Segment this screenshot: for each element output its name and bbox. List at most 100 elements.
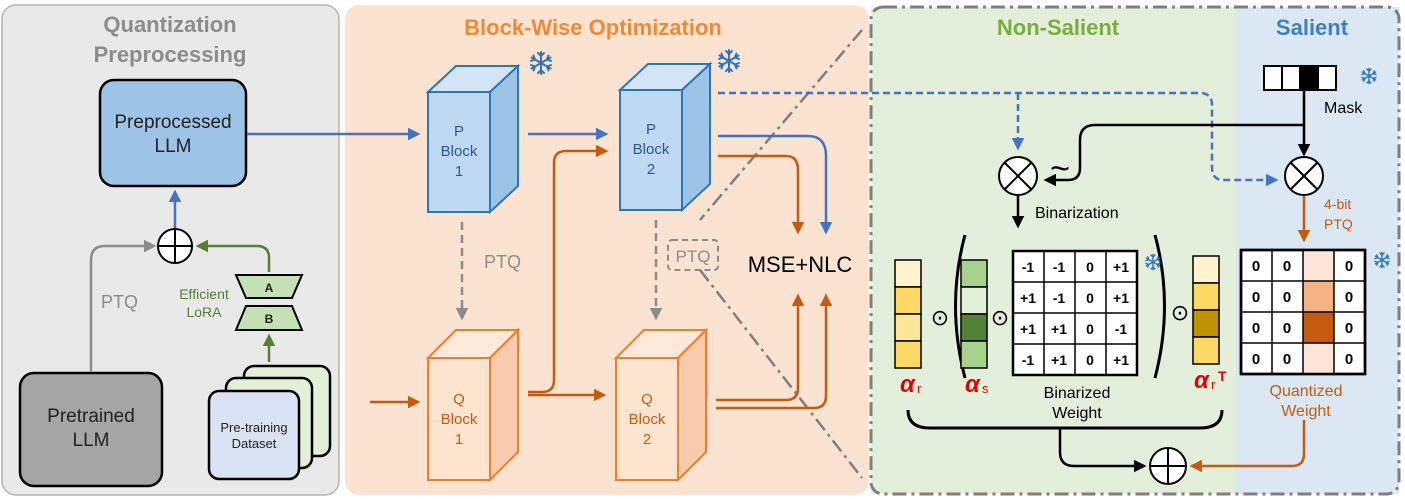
salient-title: Salient: [1276, 15, 1349, 40]
bin-cell-2-0: +1: [1020, 321, 1036, 337]
q-block-1-label-num: 1: [455, 431, 463, 448]
quantized-matrix: 0 0 0 0 0 0 0 0 0 0 0 0: [1239, 248, 1367, 376]
mask-to-nonsalient: [1043, 123, 1304, 187]
zoom-divider-top: [699, 29, 863, 221]
alpha-s-vector: [960, 259, 988, 369]
pretrained-llm-box: [18, 371, 164, 488]
bin-cell-1-0: +1: [1020, 290, 1036, 306]
mask-label: Mask: [1324, 100, 1363, 117]
lora-b-trapezoid: [234, 305, 304, 331]
q-cell-1-1: 0: [1283, 289, 1291, 306]
q-block-2-label-num: 2: [643, 431, 651, 448]
lora-b-label: B: [265, 312, 274, 326]
q-cell-2-3: 0: [1345, 320, 1353, 337]
arrow-quant-to-sum: [1189, 420, 1306, 473]
otimes-icon-salient: [1284, 156, 1324, 196]
bin-cell-3-0: -1: [1022, 352, 1035, 368]
odot-2: ⊙: [991, 305, 1009, 330]
quantized-label-2: Weight: [1281, 403, 1331, 420]
left-ptq-label: PTQ: [101, 292, 138, 312]
q-cell-0-3: 0: [1345, 258, 1353, 275]
alpha-r-symbol: α: [900, 371, 916, 398]
q-cell-0-0: 0: [1252, 258, 1260, 275]
pretrained-label-1: Pretrained: [47, 406, 135, 427]
lora-a-trapezoid: [234, 274, 304, 299]
bin-cell-1-3: +1: [1113, 290, 1129, 306]
arrow-lora-to-oplus: [195, 239, 271, 272]
arrow-brace-to-sum: [1058, 428, 1147, 473]
nonsalient-title: Non-Salient: [997, 15, 1120, 40]
zoom-divider-bottom: [699, 269, 863, 479]
q-block-2: [613, 327, 709, 483]
quantized-label-1: Quantized: [1270, 383, 1343, 400]
quantization-title-1: Quantization: [103, 12, 236, 37]
blockwise-panel: [345, 5, 869, 495]
lora-label-2: LoRA: [186, 304, 222, 320]
p-block-2-label-p: P: [646, 121, 656, 138]
binarized-label-1: Binarized: [1044, 385, 1111, 402]
arrow-pretrained-to-oplus: [89, 239, 157, 372]
odot-3: ⊙: [1171, 300, 1189, 325]
p-block-1-label-p: P: [454, 123, 464, 140]
p-block-2-label-block: Block: [633, 141, 670, 158]
quantization-title-2: Preprocessing: [94, 42, 247, 67]
alpha-rt-vector: [1192, 255, 1220, 365]
dashed-weight-path: [718, 91, 1279, 187]
oplus-icon: [157, 228, 193, 264]
q-cell-1-0: 0: [1252, 289, 1260, 306]
dashed-ptq-box: [667, 239, 719, 271]
p-block-1-label-block: Block: [441, 143, 478, 160]
q-cell-0-1: 0: [1283, 258, 1291, 275]
alpha-rt-sup: T: [1218, 368, 1227, 384]
ptq-label-2: PTQ: [676, 247, 711, 266]
q-block-2-label-block: Block: [629, 411, 666, 428]
arrow-qblock1-to-pblock2: [528, 144, 609, 394]
bin-cell-0-0: -1: [1022, 259, 1035, 275]
p-block-1-label-num: 1: [455, 163, 463, 180]
binarized-label-2: Weight: [1052, 405, 1102, 422]
alpha-s-sub: s: [982, 381, 989, 396]
bin-cell-1-2: 0: [1086, 290, 1094, 306]
binarization-label: Binarization: [1035, 205, 1119, 222]
dataset-sheet-1: [207, 389, 301, 481]
bin-cell-2-2: 0: [1086, 321, 1094, 337]
q-block-1-label-q: Q: [453, 391, 465, 408]
p-block-2: [617, 61, 713, 213]
dataset-label-1: Pre-training: [220, 420, 287, 435]
q-cell-2-0: 0: [1252, 320, 1260, 337]
right-bracket: [1153, 234, 1166, 379]
lora-label-1: Efficient: [179, 286, 229, 302]
q-cell-2-1: 0: [1283, 320, 1291, 337]
alpha-r-sub: r: [917, 381, 922, 396]
q-block-2-label-q: Q: [641, 391, 653, 408]
lora-a-label: A: [265, 281, 274, 295]
q-cell-3-1: 0: [1283, 351, 1291, 368]
tilde-symbol: ~: [1050, 150, 1070, 188]
bottom-brace: [906, 409, 1224, 430]
arrow-pblock2-brown-to-loss: [718, 154, 805, 235]
arrow-pblock2-blue-to-loss: [718, 134, 833, 235]
bin-cell-3-3: +1: [1113, 352, 1129, 368]
bin-cell-0-3: +1: [1113, 259, 1129, 275]
dataset-label-2: Dataset: [232, 436, 277, 451]
arrow-qblock2-brown-to-loss: [716, 293, 805, 402]
q-block-1-label-block: Block: [441, 411, 478, 428]
odot-1: ⊙: [931, 305, 949, 330]
bin-cell-0-1: -1: [1053, 259, 1066, 275]
alpha-r-vector: [894, 259, 922, 369]
four-bit-label: 4-bit: [1324, 196, 1351, 212]
p-block-2-label-num: 2: [647, 161, 655, 178]
q-cell-3-0: 0: [1252, 351, 1260, 368]
preprocessed-llm-box: [98, 78, 248, 188]
bin-cell-2-3: -1: [1115, 321, 1128, 337]
bin-cell-3-2: 0: [1086, 352, 1094, 368]
salient-ptq-label: PTQ: [1324, 216, 1353, 232]
preprocessed-label-1: Preprocessed: [114, 112, 231, 133]
loss-label: MSE+NLC: [748, 252, 853, 277]
preprocessed-label-2: LLM: [155, 136, 192, 157]
q-cell-3-3: 0: [1345, 351, 1353, 368]
alpha-rt-symbol: α: [1194, 367, 1210, 394]
pretrained-label-2: LLM: [73, 430, 110, 451]
q-block-1: [425, 327, 521, 483]
